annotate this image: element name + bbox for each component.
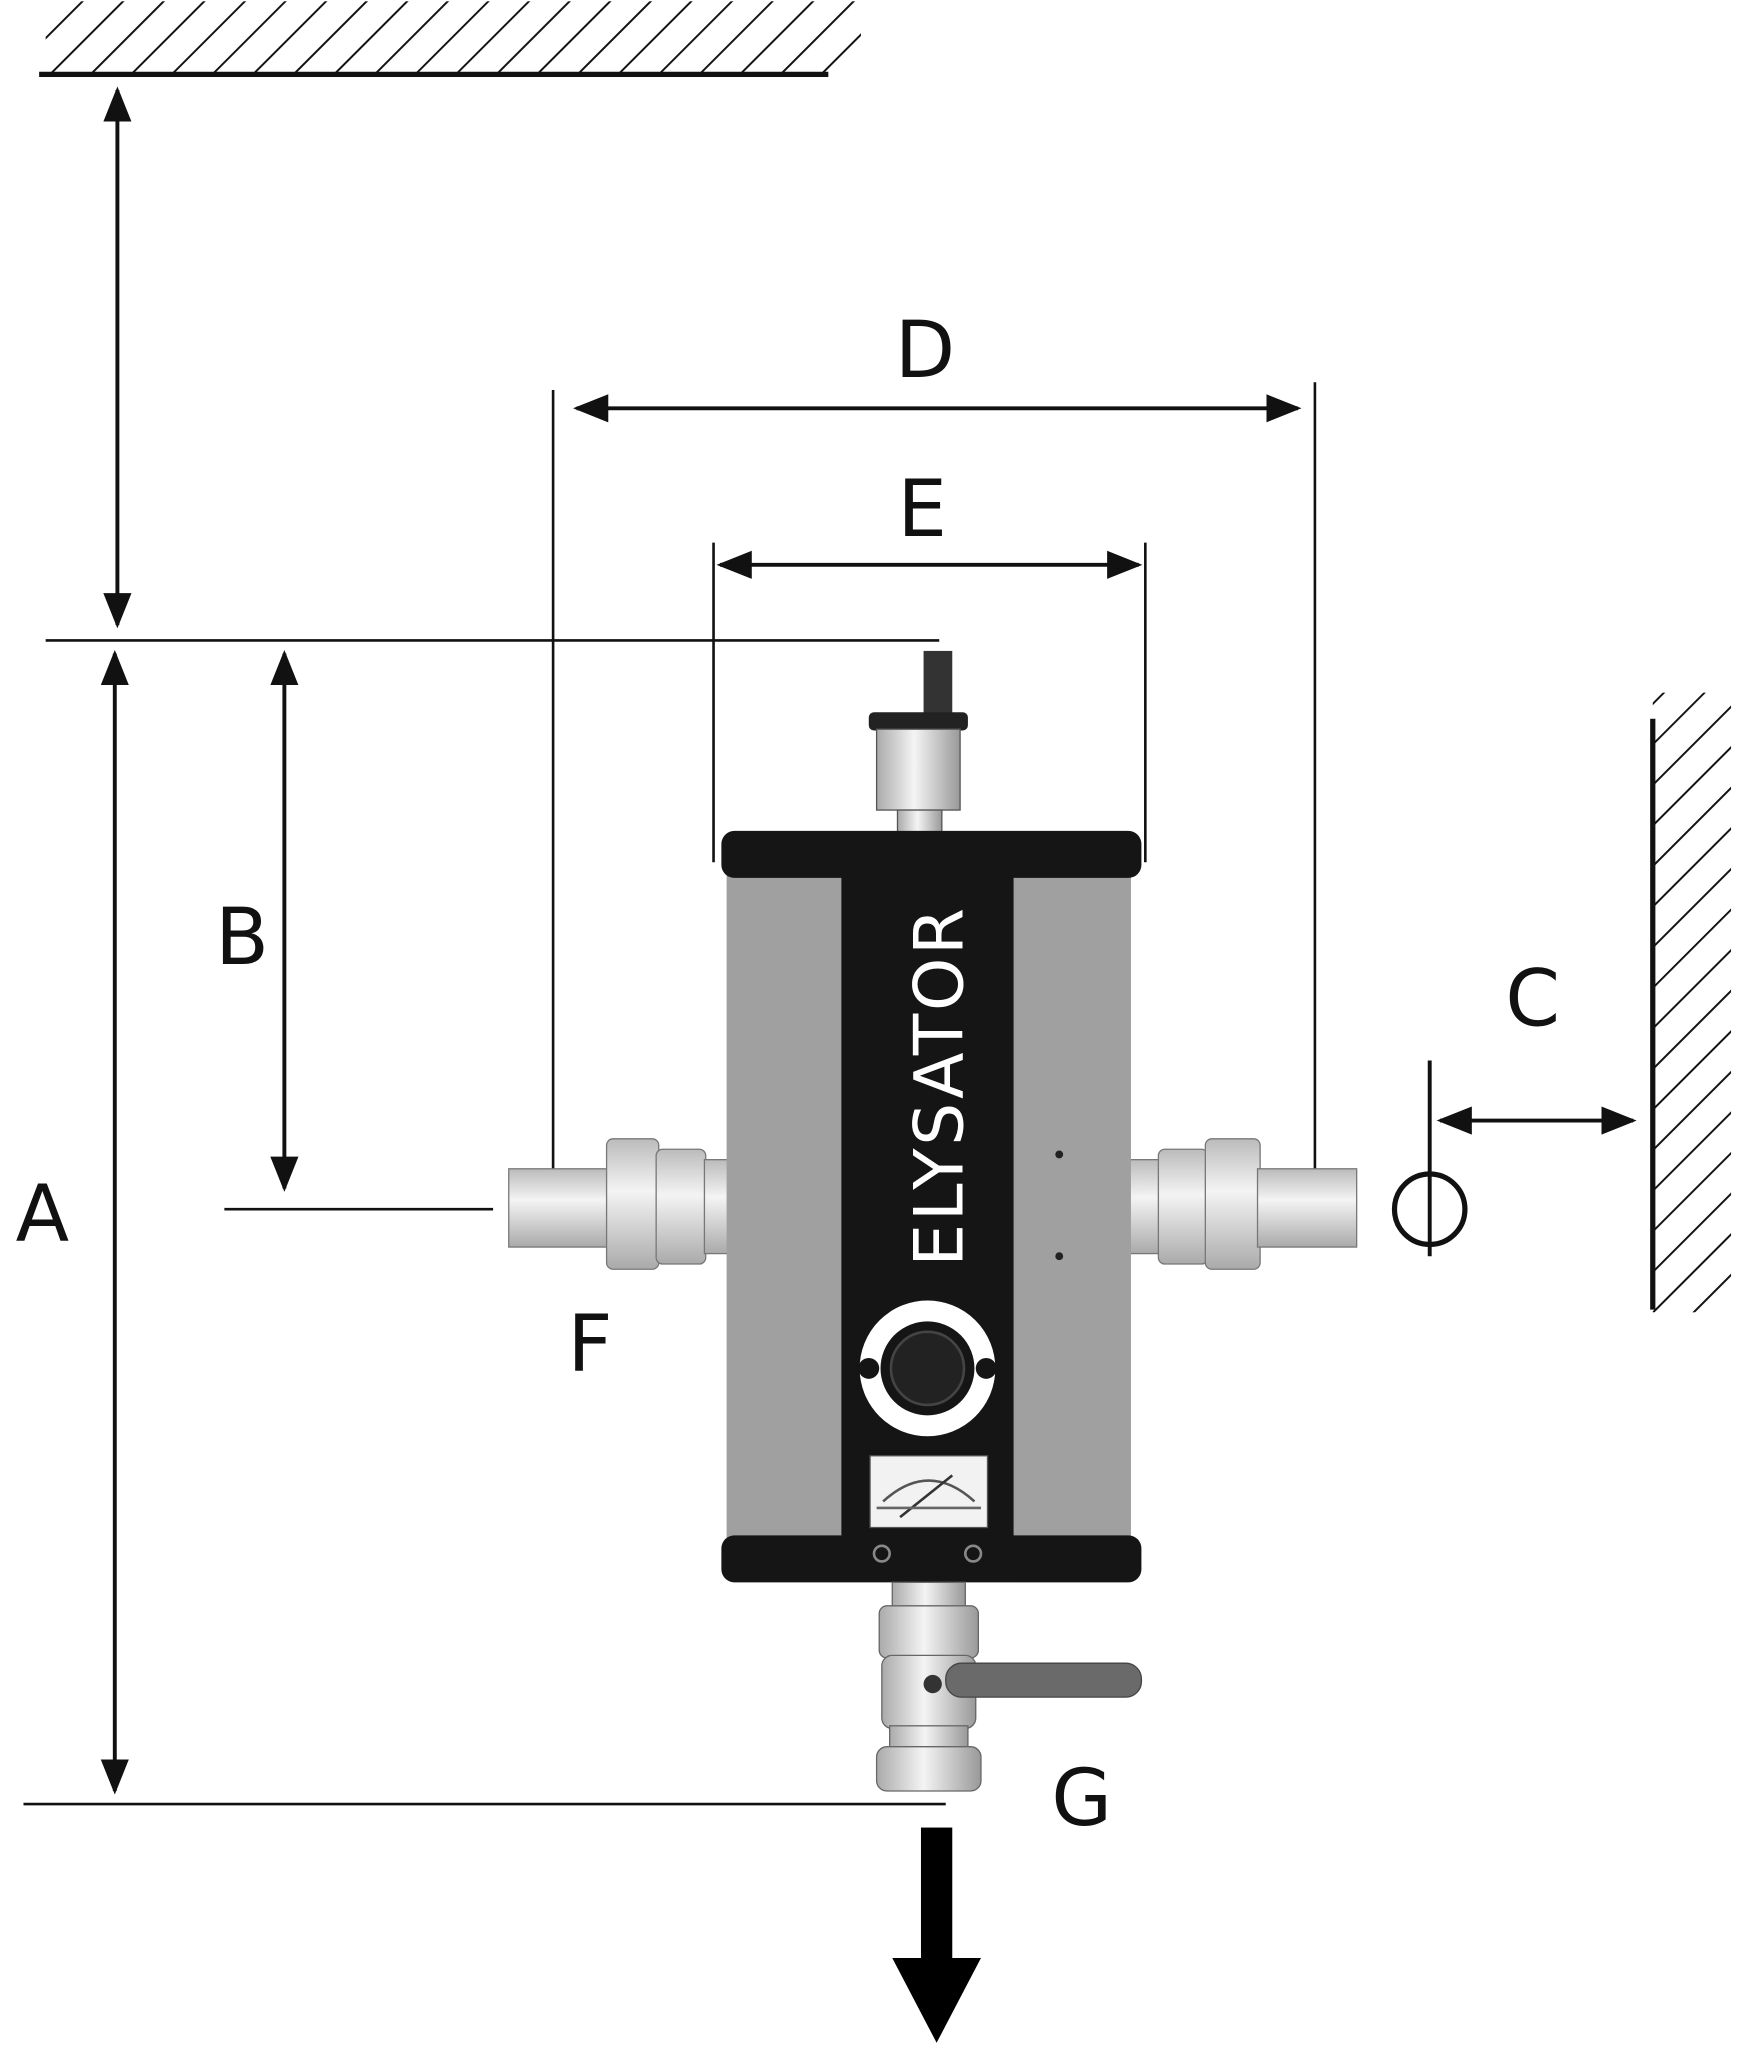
gauge-window <box>869 1455 989 1529</box>
side-wall <box>1650 692 1732 1313</box>
screw-icon <box>872 1544 891 1563</box>
brand-logo-ring <box>858 1300 997 1437</box>
ceiling-wall <box>39 1 861 77</box>
top-cap <box>721 830 1142 878</box>
screw-icon <box>964 1544 983 1563</box>
label-g: G <box>1051 1753 1112 1844</box>
label-f: F <box>567 1299 612 1390</box>
valve-handle <box>945 1662 1143 1698</box>
label-c: C <box>1505 953 1560 1044</box>
label-b: B <box>215 892 269 983</box>
outlet-connection <box>1127 1138 1358 1270</box>
inlet-connection-f <box>508 1138 729 1270</box>
label-d: D <box>895 305 955 396</box>
drain-direction-arrow-icon <box>892 1827 981 2043</box>
label-e: E <box>897 464 946 555</box>
brand-logo-text: ELYSATOR <box>900 905 979 1266</box>
pipe-axis-symbol <box>1391 1060 1468 1257</box>
elysator-device: ELYSATOR <box>508 650 1358 1792</box>
air-vent <box>868 650 968 837</box>
rivet-icon <box>1055 1252 1064 1261</box>
bottom-cap <box>721 1535 1142 1583</box>
rivet-icon <box>1055 1150 1064 1159</box>
drain-valve-g <box>875 1581 1143 1792</box>
label-a: A <box>16 1169 70 1260</box>
